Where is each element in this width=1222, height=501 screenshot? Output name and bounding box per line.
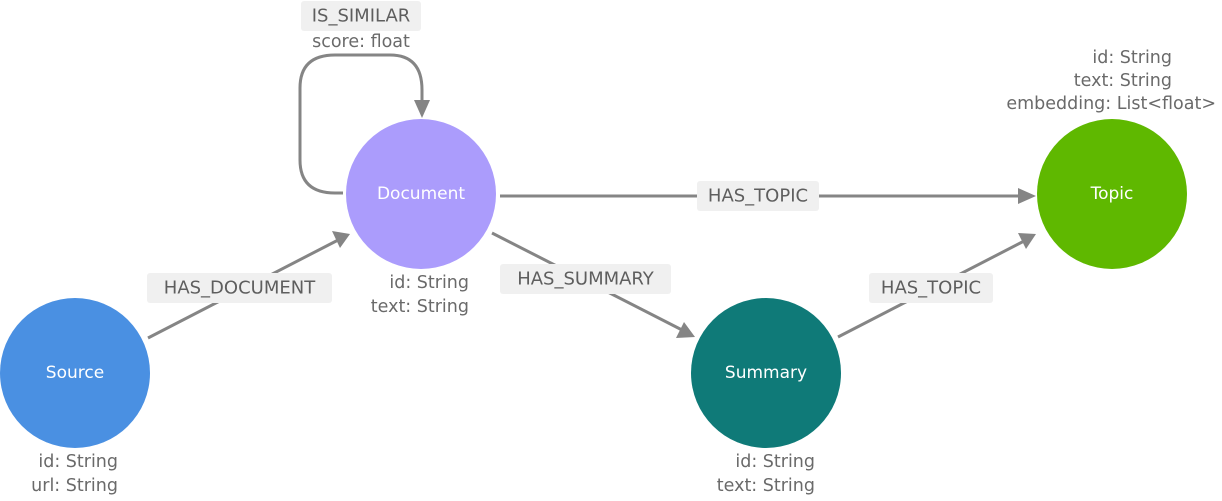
node-document[interactable]: Document: [346, 119, 496, 269]
node-source-label: Source: [46, 363, 104, 383]
node-source-props: id: String url: String: [31, 452, 118, 496]
edge-label-has-topic-document: HAS_TOPIC: [697, 181, 819, 211]
topic-prop-id: id: String: [1092, 48, 1172, 68]
edge-label-has-document: HAS_DOCUMENT: [147, 273, 332, 303]
node-topic[interactable]: Topic: [1037, 119, 1187, 269]
has-summary-label: HAS_SUMMARY: [517, 269, 655, 290]
is-similar-label: IS_SIMILAR: [312, 6, 411, 27]
node-summary-props: id: String text: String: [717, 452, 815, 496]
node-summary[interactable]: Summary: [691, 298, 841, 448]
edge-is-similar: [298, 53, 430, 195]
node-topic-props: id: String text: String embedding: List<…: [1006, 48, 1216, 114]
edge-label-has-topic-summary: HAS_TOPIC: [869, 273, 993, 303]
source-prop-id: id: String: [38, 452, 118, 472]
edge-label-has-summary: HAS_SUMMARY: [500, 264, 671, 294]
node-document-label: Document: [377, 184, 465, 204]
has-document-label: HAS_DOCUMENT: [164, 278, 316, 299]
node-source-circle[interactable]: [0, 298, 150, 448]
node-source[interactable]: Source: [0, 298, 150, 448]
is-similar-prop-score: score: float: [312, 32, 410, 52]
document-prop-id: id: String: [389, 273, 469, 293]
has-topic-summary-label: HAS_TOPIC: [881, 278, 981, 299]
node-summary-circle[interactable]: [691, 298, 841, 448]
node-topic-label: Topic: [1090, 184, 1134, 204]
node-topic-circle[interactable]: [1037, 119, 1187, 269]
node-summary-label: Summary: [725, 363, 807, 383]
topic-prop-text: text: String: [1074, 71, 1172, 91]
summary-prop-text: text: String: [717, 476, 815, 496]
edge-label-is-similar: IS_SIMILAR score: float: [301, 1, 421, 52]
topic-prop-embedding: embedding: List<float>: [1006, 94, 1216, 114]
source-prop-url: url: String: [31, 476, 118, 496]
document-prop-text: text: String: [371, 297, 469, 317]
node-document-props: id: String text: String: [371, 273, 469, 317]
has-topic-document-label: HAS_TOPIC: [708, 186, 808, 207]
summary-prop-id: id: String: [735, 452, 815, 472]
node-document-circle[interactable]: [346, 119, 496, 269]
